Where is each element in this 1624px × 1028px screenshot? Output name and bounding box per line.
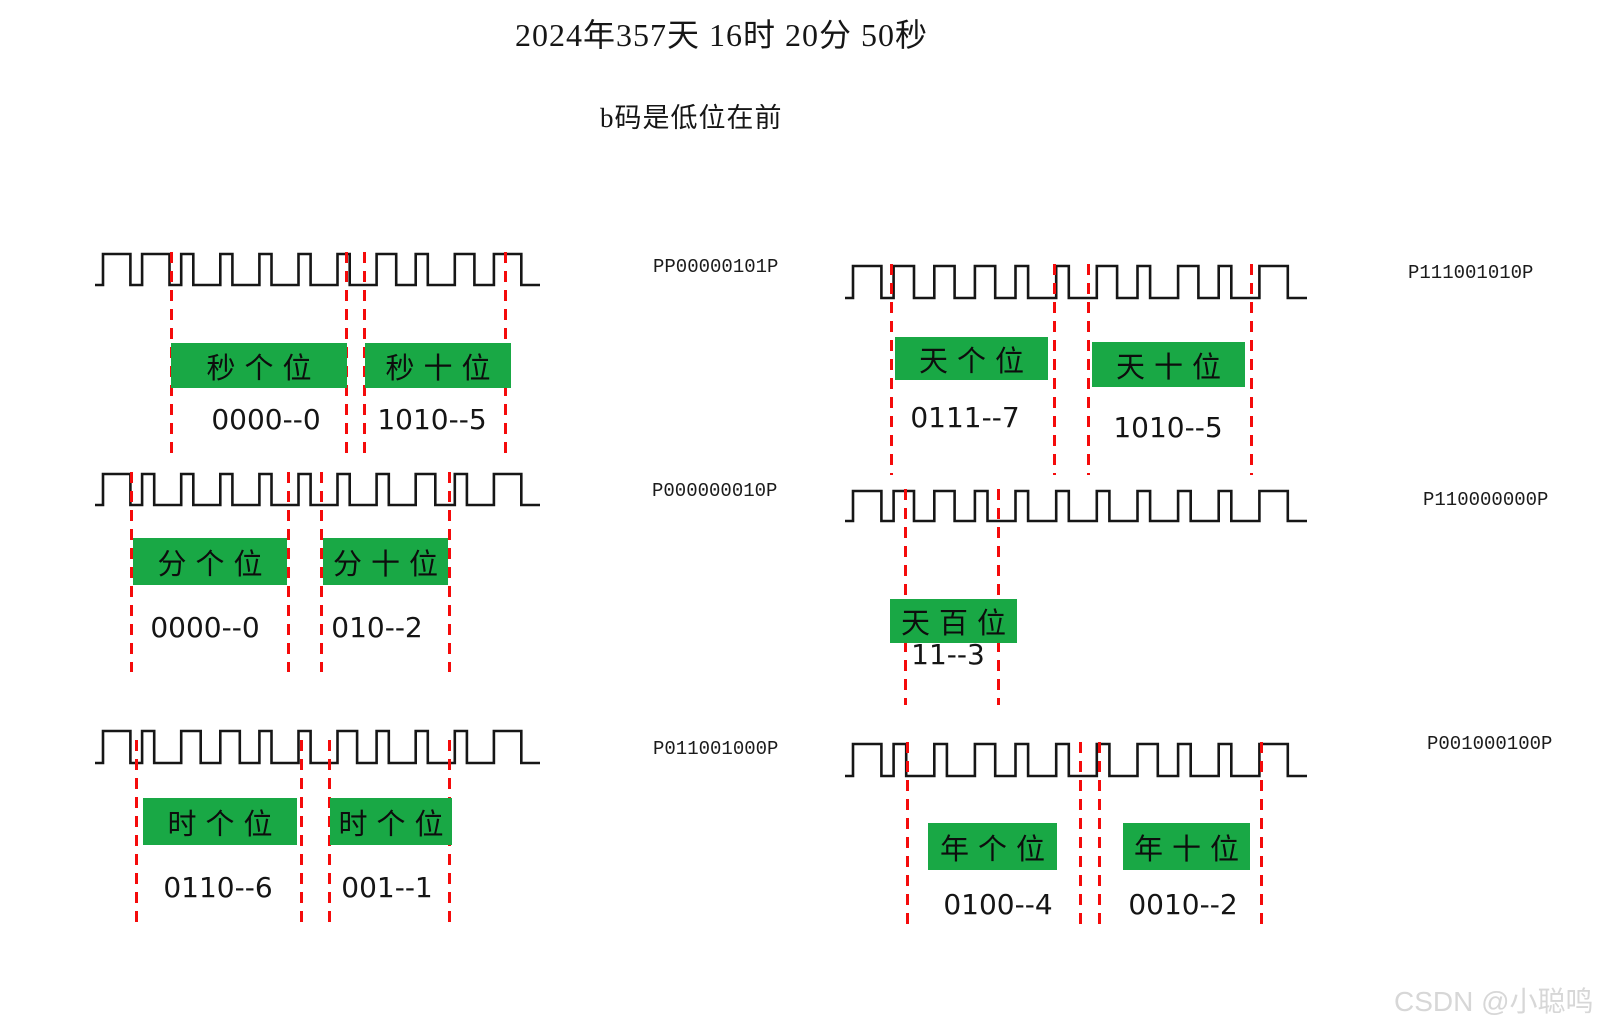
guide-line-day-units-tens-3 (1250, 264, 1253, 475)
guide-line-year-1 (1079, 742, 1082, 932)
field-value-year-0: 0100--4 (943, 888, 1053, 921)
waveform-trace-day-hundreds (845, 489, 1307, 523)
field-value-year-1: 0010--2 (1128, 888, 1238, 921)
field-value-hours-0: 0110--6 (163, 871, 273, 904)
guide-line-day-units-tens-2 (1087, 264, 1090, 475)
field-value-minutes-1: 010--2 (331, 611, 423, 644)
field-value-day-units-tens-0: 0111--7 (910, 401, 1020, 434)
guide-line-minutes-3 (448, 472, 451, 672)
guide-line-minutes-0 (130, 472, 133, 672)
field-box-hours-1: 时个位 (330, 798, 452, 845)
page-subtitle: b码是低位在前 (600, 103, 783, 133)
field-box-day-units-tens-1: 天十位 (1092, 342, 1245, 387)
field-value-minutes-0: 0000--0 (150, 611, 260, 644)
guide-line-day-units-tens-0 (890, 264, 893, 475)
field-box-seconds-1: 秒十位 (365, 343, 511, 388)
guide-line-hours-2 (328, 740, 331, 930)
waveform-minutes (95, 472, 540, 507)
waveform-trace-day-units-tens (845, 264, 1307, 300)
waveform-trace-year (845, 742, 1307, 778)
field-label-hours-0: 时个位 (167, 808, 282, 841)
field-label-day-units-tens-1: 天十位 (1115, 351, 1230, 384)
field-label-seconds-0: 秒个位 (206, 352, 321, 385)
guide-line-year-2 (1098, 742, 1101, 932)
guide-line-minutes-1 (287, 472, 290, 672)
field-label-year-1: 年十位 (1133, 833, 1248, 866)
field-label-hours-1: 时个位 (338, 808, 452, 841)
watermark: CSDN @小聪鸣 (1394, 986, 1594, 1017)
guide-line-year-3 (1260, 742, 1263, 932)
waveform-trace-hours (95, 729, 540, 765)
bit-code-minutes: P000000010P (652, 480, 778, 502)
waveform-trace-minutes (95, 472, 540, 507)
waveform-day-hundreds (845, 489, 1307, 523)
field-box-year-1: 年十位 (1123, 823, 1250, 870)
field-box-day-hundreds-0: 天百位 (890, 599, 1017, 643)
waveform-seconds (95, 252, 540, 287)
guide-line-hours-0 (135, 740, 138, 930)
waveform-year (845, 742, 1307, 778)
field-value-day-hundreds-0: 11--3 (911, 638, 985, 671)
field-box-day-units-tens-0: 天个位 (895, 337, 1048, 380)
field-label-day-units-tens-0: 天个位 (918, 345, 1033, 378)
guide-line-seconds-2 (363, 252, 366, 455)
bit-code-year: P001000100P (1427, 733, 1553, 755)
bit-code-day-units-tens: P111001010P (1408, 262, 1534, 284)
guide-line-day-hundreds-1 (997, 489, 1000, 705)
bit-code-hours: P011001000P (653, 738, 779, 760)
field-value-hours-1: 001--1 (341, 871, 433, 904)
bit-code-day-hundreds: P110000000P (1423, 489, 1549, 511)
guide-line-day-units-tens-1 (1053, 264, 1056, 475)
field-label-day-hundreds-0: 天百位 (900, 608, 1015, 640)
field-box-year-0: 年个位 (928, 823, 1057, 870)
field-value-day-units-tens-1: 1010--5 (1113, 411, 1223, 444)
field-box-minutes-1: 分十位 (323, 538, 448, 585)
guide-line-day-hundreds-0 (904, 489, 907, 705)
field-value-seconds-0: 0000--0 (211, 403, 321, 436)
field-label-minutes-1: 分十位 (332, 548, 447, 581)
field-label-seconds-1: 秒十位 (385, 352, 500, 385)
field-label-year-0: 年个位 (939, 833, 1054, 866)
field-box-minutes-0: 分个位 (133, 538, 287, 585)
waveform-day-units-tens (845, 264, 1307, 300)
waveform-trace-seconds (95, 252, 540, 287)
field-label-minutes-0: 分个位 (157, 548, 272, 581)
field-box-seconds-0: 秒个位 (171, 343, 347, 388)
guide-line-hours-1 (300, 740, 303, 930)
page-title: 2024年357天 16时 20分 50秒 (515, 17, 929, 53)
waveform-hours (95, 729, 540, 765)
field-box-hours-0: 时个位 (143, 798, 297, 845)
guide-line-year-0 (906, 742, 909, 932)
bit-code-seconds: PP00000101P (653, 256, 779, 278)
guide-line-minutes-2 (320, 472, 323, 672)
field-value-seconds-1: 1010--5 (377, 403, 487, 436)
